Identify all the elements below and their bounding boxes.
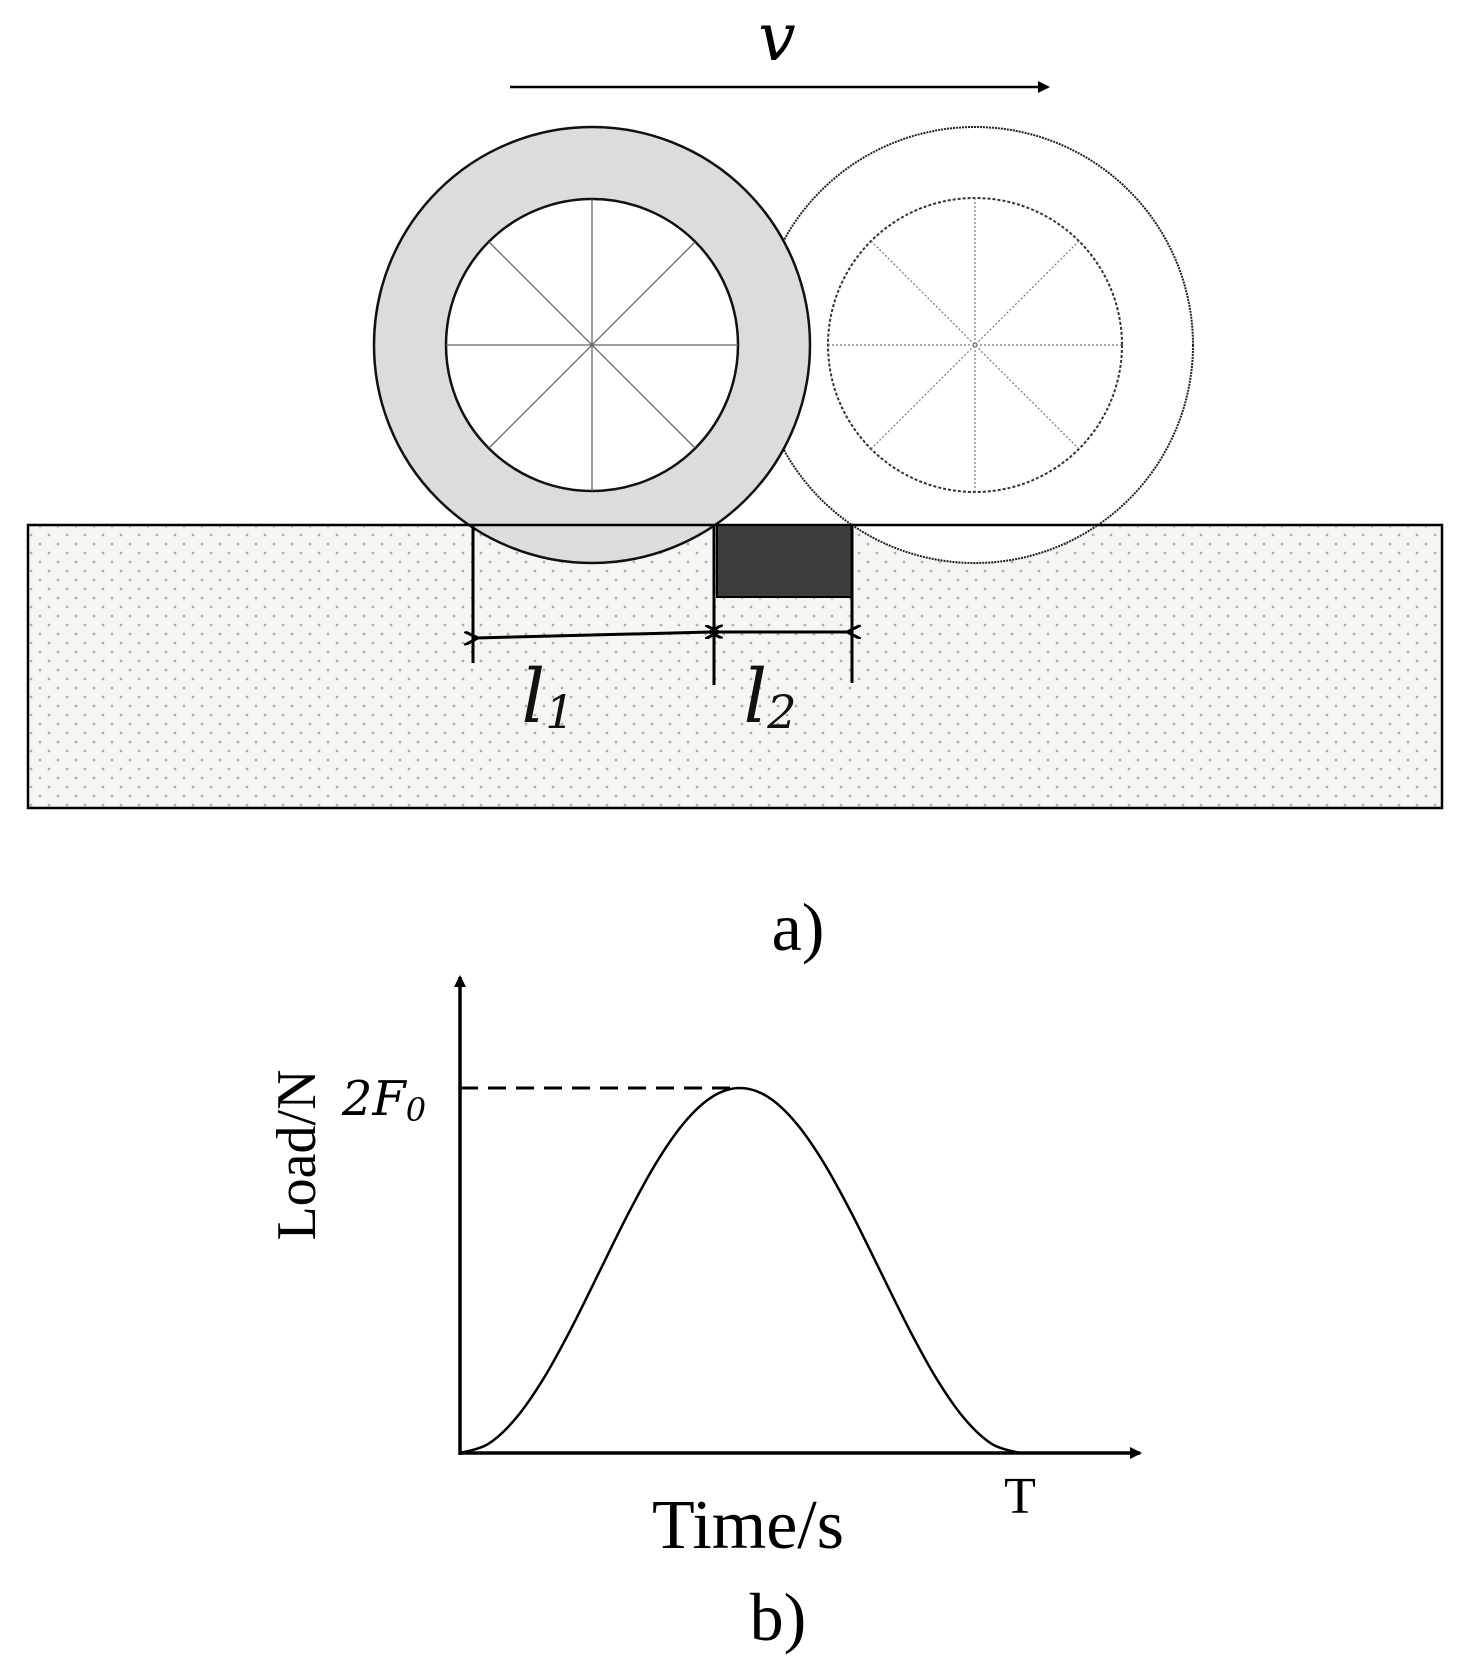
y-axis-label: Load/N xyxy=(266,1069,328,1240)
load-curve xyxy=(459,1086,1021,1455)
panel-b: 2F0 T Time/s Load/N b) xyxy=(266,975,1142,1655)
velocity-label: v xyxy=(758,0,795,76)
dim-arrow-l1 xyxy=(476,632,711,638)
peak-label: 2F0 xyxy=(341,1071,426,1129)
caption-b: b) xyxy=(750,1579,807,1655)
length1-label: l1 xyxy=(522,654,575,740)
x-axis-label: Time/s xyxy=(652,1487,844,1564)
front-wheel xyxy=(372,125,812,565)
end-label: T xyxy=(1004,1468,1036,1525)
sensor-block xyxy=(716,524,853,598)
ghost-wheel xyxy=(756,126,1194,564)
length2-label: l2 xyxy=(744,654,797,740)
caption-a: a) xyxy=(772,889,825,965)
panel-a: v xyxy=(26,0,1444,965)
